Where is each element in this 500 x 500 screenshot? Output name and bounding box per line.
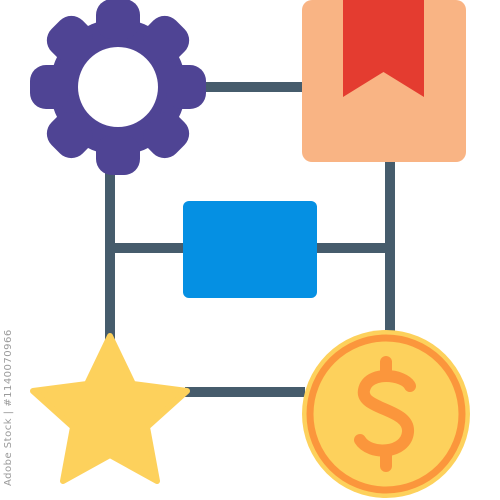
gear-hole (78, 47, 158, 127)
side-caption: Adobe Stock | #1140070966 (3, 329, 14, 486)
process-block (183, 201, 317, 298)
coin-rim (306, 334, 466, 494)
connector-lines (105, 82, 395, 397)
dollar-coin-icon (302, 330, 470, 498)
star-icon (30, 333, 190, 484)
dollar-sign (354, 356, 416, 472)
gear-icon (30, 0, 206, 175)
bookmark-box-icon (302, 0, 466, 162)
bookmark-ribbon (343, 0, 424, 97)
